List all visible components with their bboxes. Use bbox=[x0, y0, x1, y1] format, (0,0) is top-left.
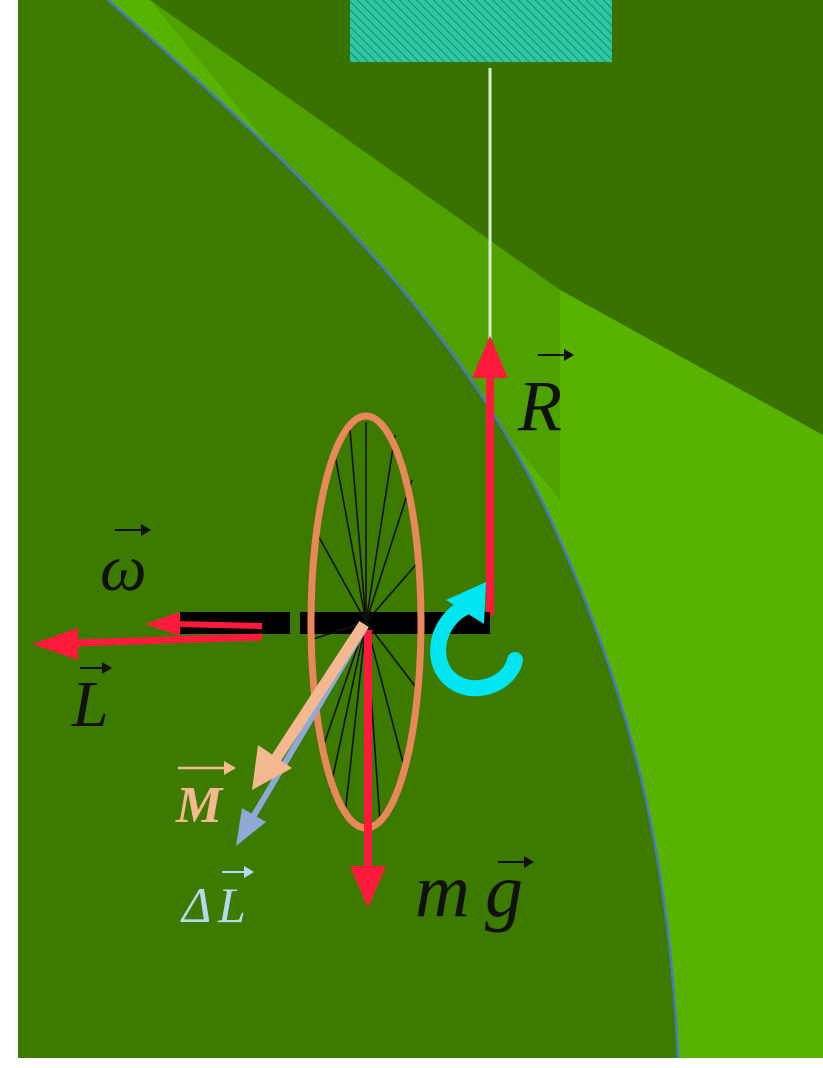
orbit-line bbox=[107, 0, 680, 1059]
angular-velocity-label: ω bbox=[100, 524, 151, 605]
vector-arrow-icon bbox=[222, 866, 254, 878]
weight-label: m g bbox=[415, 849, 534, 933]
vector-arrow-icon bbox=[178, 761, 236, 775]
torque-label: M bbox=[175, 761, 236, 834]
weight-arrow bbox=[350, 630, 386, 908]
svg-text:M: M bbox=[175, 777, 224, 834]
vector-arrow-icon bbox=[115, 524, 151, 536]
svg-text:L: L bbox=[217, 877, 246, 933]
angular-momentum-label: L bbox=[71, 662, 112, 741]
svg-text:L: L bbox=[71, 668, 109, 741]
vector-arrow-icon bbox=[498, 856, 534, 868]
reaction-force-arrow bbox=[472, 336, 508, 615]
left-margin bbox=[0, 0, 18, 1068]
curved-rotation-arrow-icon bbox=[430, 582, 523, 697]
svg-text:m: m bbox=[415, 849, 470, 933]
upper-wedge bbox=[150, 0, 823, 435]
angular-velocity-arrow bbox=[145, 612, 263, 636]
torque-arrow bbox=[252, 620, 369, 790]
angular-momentum-arrow bbox=[32, 628, 263, 660]
delta-momentum-label: Δ L bbox=[180, 866, 254, 933]
svg-text:ω: ω bbox=[100, 532, 147, 605]
vector-arrow-icon bbox=[538, 349, 574, 361]
reaction-label: R bbox=[517, 349, 574, 446]
svg-text:Δ: Δ bbox=[180, 877, 211, 933]
support-block bbox=[350, 0, 612, 62]
vector-arrow-icon bbox=[80, 662, 112, 674]
svg-text:R: R bbox=[517, 366, 562, 446]
